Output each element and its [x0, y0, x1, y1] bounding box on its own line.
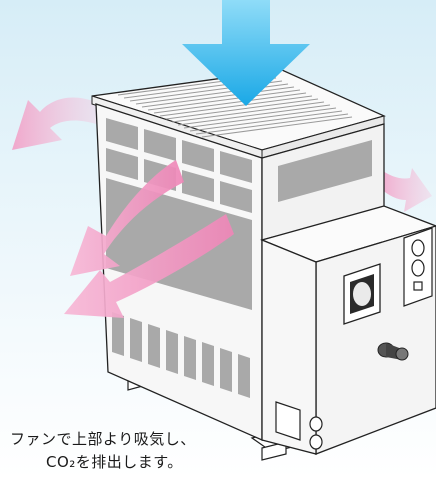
exhaust-arrow-front-upper-icon	[70, 160, 184, 276]
intake-down-arrow-icon	[182, 0, 310, 106]
exhaust-arrow-back-left-icon	[12, 97, 96, 150]
exhaust-arrow-front-lower-icon	[64, 214, 234, 318]
caption-line-2: CO₂を排出します。	[46, 453, 183, 471]
unit-front-face	[95, 103, 263, 441]
unit-control-box	[259, 205, 436, 455]
description-caption: ファンで上部より吸気し、 CO₂を排出します。	[10, 428, 310, 474]
exhaust-arrow-right-icon	[378, 168, 432, 212]
caption-line-1: ファンで上部より吸気し、	[10, 430, 196, 448]
